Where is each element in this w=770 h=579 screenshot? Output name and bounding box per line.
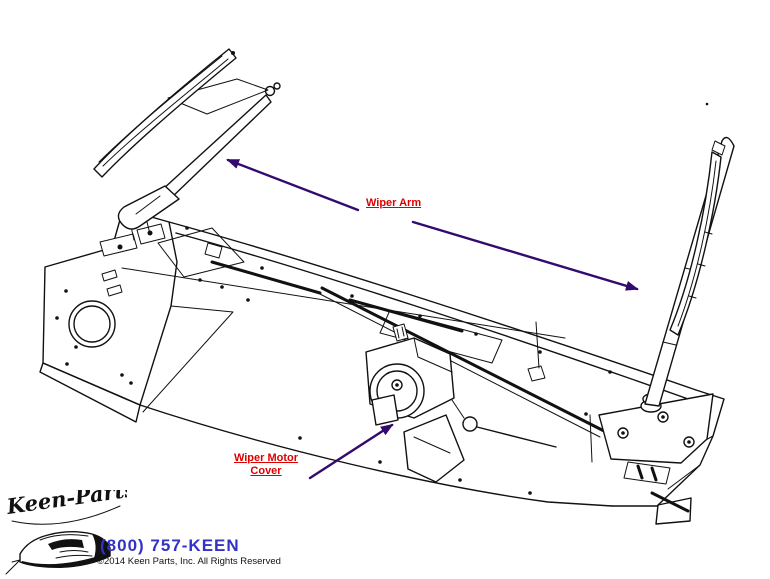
right-wiper-arm-drawing — [598, 102, 735, 485]
keen-parts-logo-text: Keen-Parts — [4, 490, 127, 519]
corvette-sketch-icon — [5, 531, 111, 575]
arrow-label-to-right-wiper-arm — [411, 220, 639, 291]
keen-parts-logo[interactable]: Keen-Parts — [2, 490, 127, 578]
arrow-label-to-left-wiper-arm — [226, 158, 360, 212]
wiper-motor-cover-part — [403, 414, 465, 483]
wiper-motor-drawing — [365, 323, 557, 483]
cowl-firewall-drawing — [39, 208, 725, 525]
wiper-motor-cover-label-link[interactable]: Wiper Motor Cover — [233, 452, 299, 477]
copyright-text: ©2014 Keen Parts, Inc. All Rights Reserv… — [97, 556, 281, 567]
pointer-arrows — [226, 158, 639, 480]
wiper-arm-label-link[interactable]: Wiper Arm — [366, 197, 422, 209]
arrow-label-to-wiper-motor-cover — [308, 423, 394, 480]
left-wiper-arm-drawing — [93, 48, 281, 230]
phone-number: (800) 757-KEEN — [100, 536, 240, 555]
